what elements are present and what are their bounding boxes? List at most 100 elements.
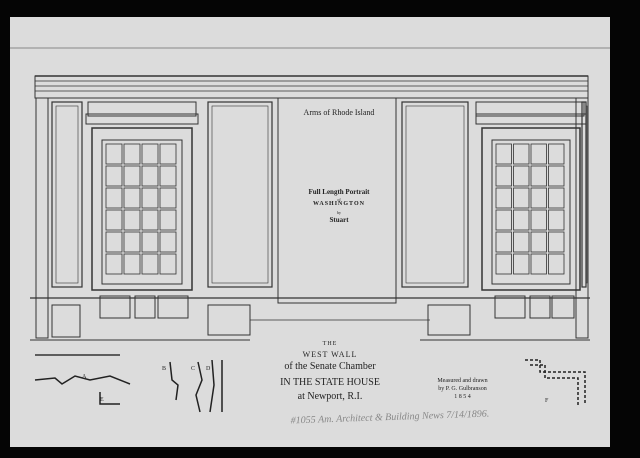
profile-e <box>99 392 120 405</box>
window-pane <box>513 253 530 275</box>
window-pane <box>123 209 141 231</box>
window-pane <box>123 165 141 187</box>
wall-panel-inner <box>55 105 79 284</box>
window-pane <box>123 231 141 253</box>
window-pane <box>495 143 512 165</box>
portrait-label: Full Length Portrait <box>308 188 370 196</box>
window-pane <box>495 165 512 187</box>
pilaster-left <box>35 97 49 339</box>
profile-d <box>209 359 223 413</box>
dado-panel <box>494 295 526 319</box>
window-pane <box>159 253 177 275</box>
window-pane <box>548 187 565 209</box>
window-pane <box>513 165 530 187</box>
window-pane <box>141 209 159 231</box>
dado-panel <box>99 295 131 319</box>
window-sash <box>491 139 571 285</box>
dado-panel <box>51 304 81 338</box>
dado-panel <box>551 295 575 319</box>
window-pane <box>141 231 159 253</box>
transom-panel <box>87 101 197 117</box>
dado-panel <box>157 295 189 319</box>
dado-panel <box>427 304 471 336</box>
window-pane <box>548 231 565 253</box>
window-pane <box>548 209 565 231</box>
portrait-of: of <box>337 197 341 202</box>
window-pane <box>530 253 547 275</box>
portrait-artist: Stuart <box>329 216 349 224</box>
window-head <box>475 113 587 125</box>
window-pane <box>548 253 565 275</box>
window-pane <box>530 231 547 253</box>
credit-year: 1 8 5 4 <box>454 394 471 400</box>
window-pane <box>123 187 141 209</box>
wall-panel-inner <box>405 105 465 284</box>
arms-label: Arms of Rhode Island <box>303 108 375 117</box>
window-frame <box>91 127 193 291</box>
window-pane <box>513 187 530 209</box>
dado-panel <box>529 295 551 319</box>
portrait-subject: WASHINGTON <box>313 201 365 207</box>
window-pane <box>548 165 565 187</box>
center-panel <box>277 97 397 304</box>
window-pane <box>495 209 512 231</box>
window-pane <box>495 231 512 253</box>
window-pane <box>530 143 547 165</box>
wall-panel <box>207 101 273 288</box>
window-pane <box>105 187 123 209</box>
window-pane <box>105 253 123 275</box>
window-pane <box>159 231 177 253</box>
window-pane <box>105 143 123 165</box>
window-pane <box>105 209 123 231</box>
cornice <box>34 75 589 99</box>
window-pane <box>530 187 547 209</box>
title-line2: of the Senate Chamber <box>284 361 376 372</box>
title-the: THE <box>322 341 338 347</box>
pilaster-right <box>575 97 589 339</box>
window-pane <box>105 165 123 187</box>
profile-c <box>195 361 203 413</box>
window-pane <box>513 143 530 165</box>
window-pane <box>530 209 547 231</box>
window-pane <box>141 253 159 275</box>
section-label-f: F <box>545 398 549 404</box>
section-label-c: C <box>191 366 196 372</box>
title-line1: WEST WALL <box>302 350 358 359</box>
wall-panel-inner <box>585 105 588 284</box>
wall-panel <box>581 101 587 288</box>
section-label-e: E <box>100 397 104 403</box>
window-pane <box>105 231 123 253</box>
profile-a <box>34 375 131 385</box>
window-sash <box>101 139 183 285</box>
section-label-b: B <box>162 366 167 372</box>
dado-panel <box>207 304 251 336</box>
window-pane <box>123 143 141 165</box>
window-pane <box>513 209 530 231</box>
window-pane <box>123 253 141 275</box>
window-frame <box>481 127 581 291</box>
profile-b <box>169 361 179 401</box>
profile-f <box>525 359 586 405</box>
window-pane <box>548 143 565 165</box>
window-pane <box>141 143 159 165</box>
dado-panel <box>134 295 156 319</box>
window-pane <box>495 187 512 209</box>
credit-line2: by P. G. Gulbranson <box>438 386 487 392</box>
window-pane <box>513 231 530 253</box>
section-label-a: A <box>82 374 87 380</box>
window-pane <box>159 187 177 209</box>
wall-panel <box>401 101 469 288</box>
transom-panel <box>475 101 585 117</box>
title-line3: IN THE STATE HOUSE <box>280 377 380 388</box>
window-pane <box>159 209 177 231</box>
section-label-d: D <box>206 366 211 372</box>
window-pane <box>495 253 512 275</box>
title-line4: at Newport, R.I. <box>297 391 363 402</box>
wall-panel <box>51 101 83 288</box>
credit-line1: Measured and drawn <box>437 378 488 384</box>
window-pane <box>141 187 159 209</box>
portrait-by: by <box>337 210 341 215</box>
window-head <box>85 113 199 125</box>
